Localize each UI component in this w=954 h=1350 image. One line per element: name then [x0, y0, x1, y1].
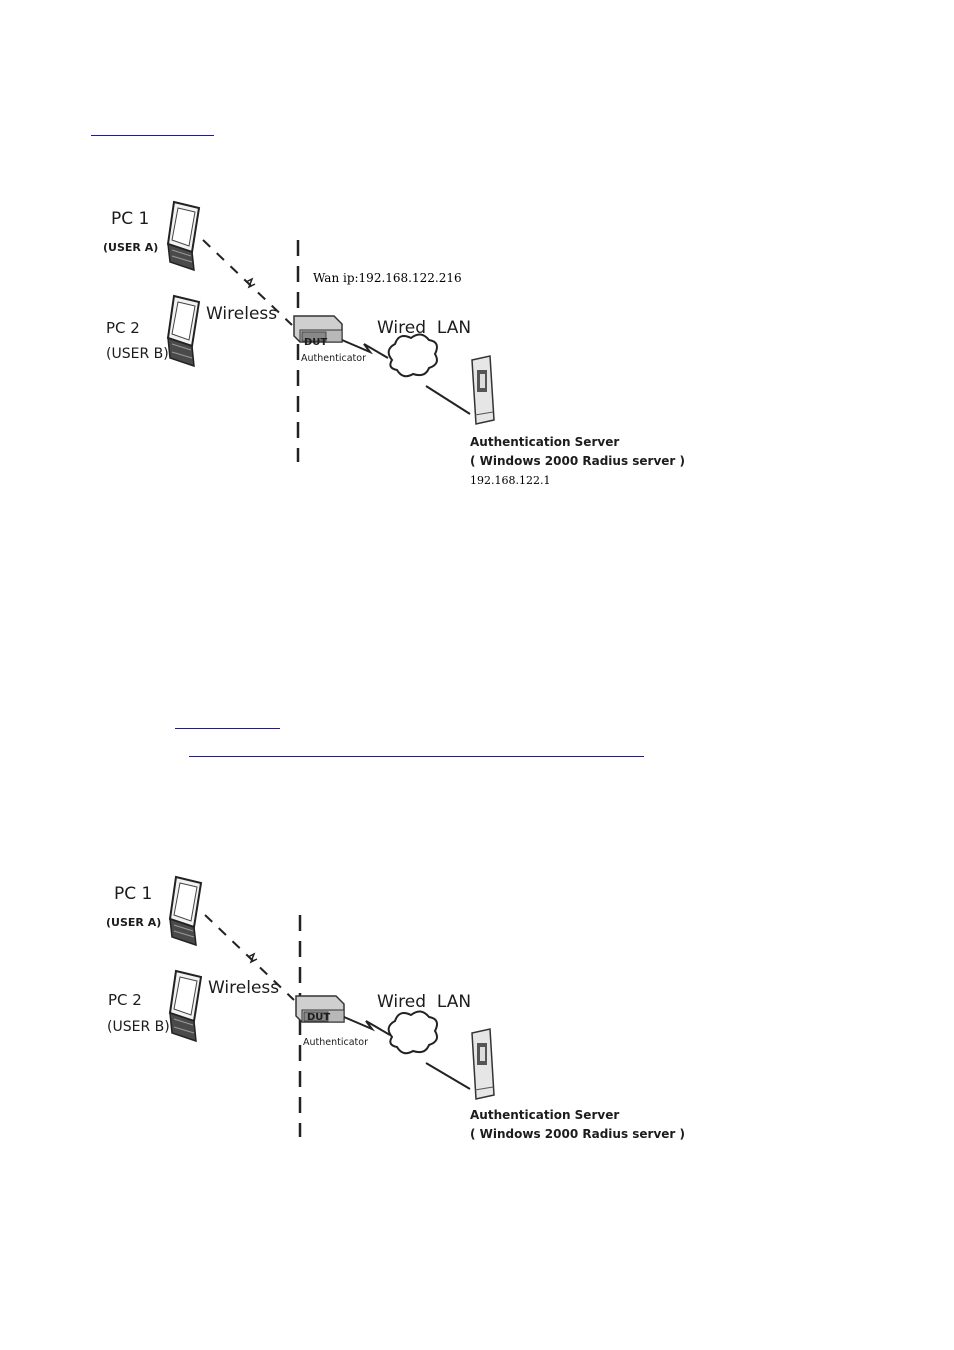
network-diagram-2: DUT Authenticator PC 1 (USER A) PC 2 (US…	[0, 865, 954, 1155]
server-ip-label: 192.168.122.1	[470, 474, 550, 487]
wired-lan-label: Wired LAN	[377, 992, 471, 1012]
pc1-user-label: (USER A)	[103, 241, 158, 254]
dut-device-icon	[295, 995, 345, 1023]
hyperlink-underline-1[interactable]	[91, 135, 214, 136]
pc1-label: PC 1	[114, 884, 152, 904]
server-title-label: Authentication Server	[470, 435, 619, 449]
authenticator-label: Authenticator	[301, 353, 366, 364]
pc2-label: PC 2	[108, 991, 142, 1009]
network-diagram-1: DUT Authenticator PC 1 (USER A) PC 2 (US…	[0, 190, 954, 500]
laptop-icon-pc2	[168, 969, 203, 1043]
wireless-squiggle	[247, 952, 258, 964]
server-icon	[471, 1028, 495, 1100]
pc2-user-label: (USER B)	[107, 1019, 170, 1035]
pc2-user-label: (USER B)	[106, 346, 169, 362]
lan-cloud-icon	[387, 333, 438, 378]
wireless-label: Wireless	[206, 304, 277, 324]
wireless-label: Wireless	[208, 978, 279, 998]
wireless-squiggle	[245, 277, 256, 289]
wan-ip-label: Wan ip:192.168.122.216	[313, 271, 462, 285]
server-subtitle-label: ( Windows 2000 Radius server )	[470, 1127, 685, 1141]
pc1-label: PC 1	[111, 209, 149, 229]
wireless-link	[202, 239, 293, 326]
pc2-label: PC 2	[106, 319, 140, 337]
wireless-link	[204, 914, 295, 1001]
dut-label: DUT	[307, 1012, 330, 1023]
server-icon	[471, 355, 495, 425]
dut-device-icon	[293, 315, 343, 343]
wired-lightning-link	[341, 339, 389, 359]
wired-link	[425, 1062, 471, 1090]
laptop-icon-pc2	[166, 294, 201, 368]
wired-lightning-link	[343, 1016, 391, 1036]
authenticator-label: Authenticator	[303, 1037, 368, 1048]
hyperlink-underline-2[interactable]	[175, 728, 280, 729]
wired-lan-label: Wired LAN	[377, 318, 471, 338]
dut-label: DUT	[304, 337, 327, 348]
laptop-icon-pc1	[166, 200, 201, 272]
pc1-user-label: (USER A)	[106, 916, 161, 929]
server-subtitle-label: ( Windows 2000 Radius server )	[470, 454, 685, 468]
laptop-icon-pc1	[168, 875, 203, 947]
server-title-label: Authentication Server	[470, 1108, 619, 1122]
wired-link	[425, 385, 471, 415]
hyperlink-underline-3[interactable]	[189, 756, 644, 757]
lan-cloud-icon	[387, 1010, 438, 1055]
